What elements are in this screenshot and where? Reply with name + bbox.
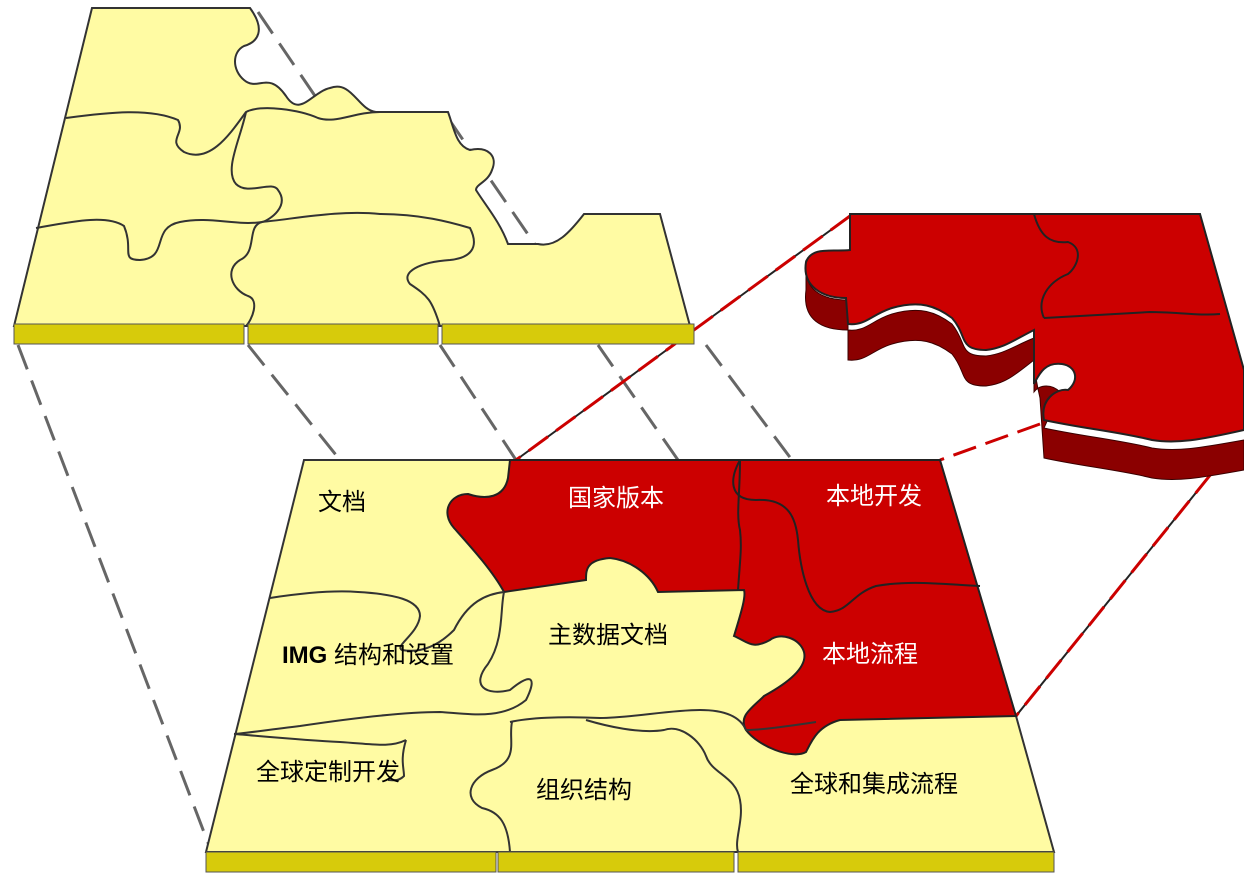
upper-red-pieces [804,213,1244,481]
connector-line-mid-3 [596,344,680,461]
connector-line-left [16,344,212,849]
label-documents: 文档 [318,489,366,516]
label-org-structure: 组织结构 [536,777,632,804]
red-piece-top [804,213,1244,443]
label-local-process: 本地流程 [822,641,918,668]
label-global-custom-dev: 全球定制开发 [256,759,400,786]
label-global-integration: 全球和集成流程 [790,771,958,798]
main-board-yellow [204,459,1056,853]
gray-connector-lines [16,11,794,849]
puzzle-labels: 文档 国家版本 本地开发 IMG 结构和设置 主数据文档 本地流程 全球定制开发… [256,483,958,804]
connector-line-upper-1 [256,11,332,119]
main-board-red-region [446,459,1018,756]
red-connector-right-upper [939,422,1041,462]
upper-base-1 [13,323,245,345]
connector-line-upper-2 [446,117,538,247]
main-base-1 [205,851,497,873]
upper-yellow-board [12,7,695,345]
upper-base-3 [441,323,695,345]
connector-line-mid-2 [438,344,518,461]
red-piece-side [805,259,1244,481]
label-local-development: 本地开发 [826,483,922,510]
main-puzzle-board [204,459,1056,873]
label-img-structure: IMG 结构和设置 [282,642,454,669]
connector-line-mid-4 [704,344,794,461]
label-country-version: 国家版本 [568,485,664,512]
connector-line-mid-1 [246,344,342,461]
main-base-3 [737,851,1055,873]
upper-board-surface [12,7,692,327]
upper-base-2 [247,323,439,345]
main-base-2 [497,851,735,873]
label-master-data-docs: 主数据文档 [548,622,668,649]
